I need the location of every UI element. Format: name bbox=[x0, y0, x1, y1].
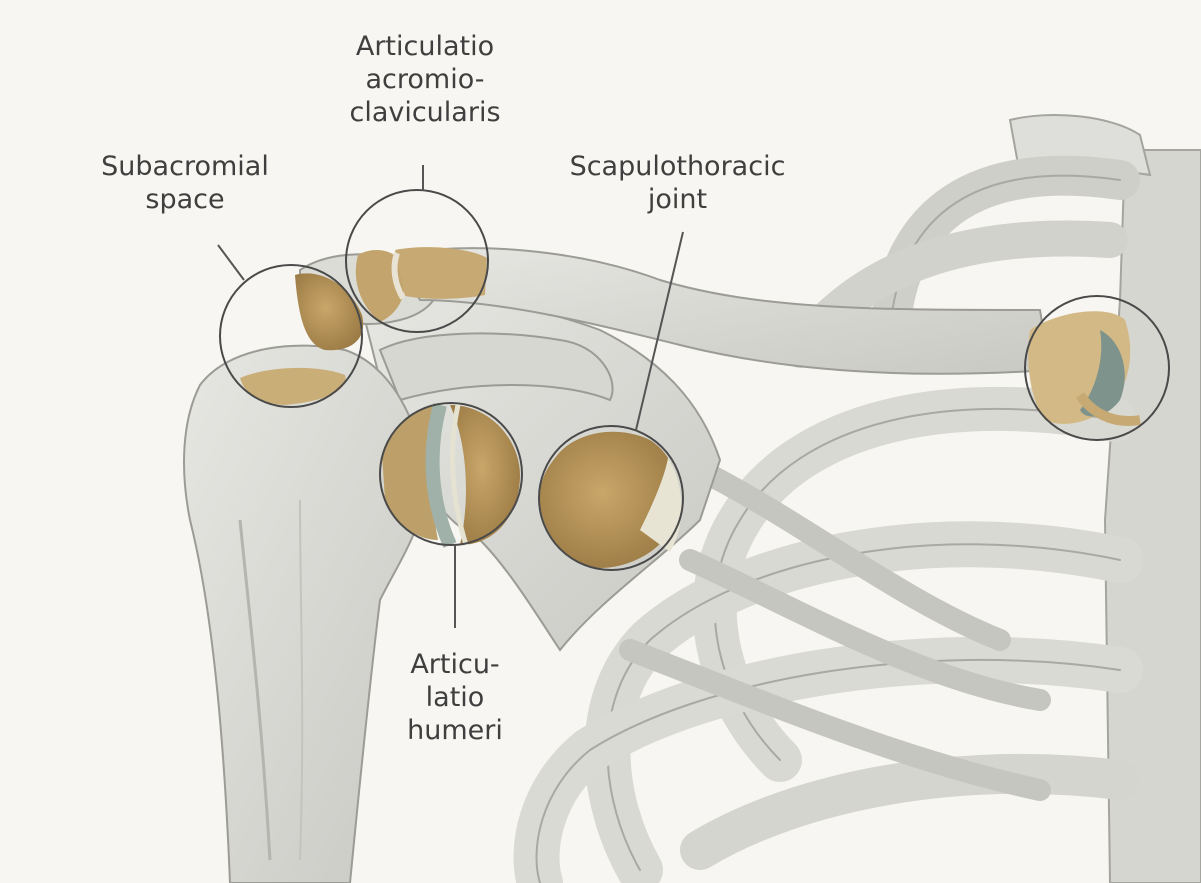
label-line: clavicularis bbox=[325, 96, 525, 129]
label-scapulothoracic-joint: Scapulothoracic joint bbox=[555, 150, 800, 216]
label-line: acromio- bbox=[325, 63, 525, 96]
label-line: latio bbox=[380, 681, 530, 714]
label-articulatio-acromioclavicularis: Articulatio acromio- clavicularis bbox=[325, 30, 525, 129]
label-line: Articulatio bbox=[325, 30, 525, 63]
label-line: Articu- bbox=[380, 648, 530, 681]
label-line: humeri bbox=[380, 714, 530, 747]
subacromial-leader bbox=[218, 245, 244, 280]
humerus bbox=[184, 346, 425, 883]
label-articulatio-humeri: Articu- latio humeri bbox=[380, 648, 530, 747]
label-line: space bbox=[85, 183, 285, 216]
label-line: Subacromial bbox=[85, 150, 285, 183]
label-line: Scapulothoracic bbox=[555, 150, 800, 183]
label-subacromial-space: Subacromial space bbox=[85, 150, 285, 216]
label-line: joint bbox=[555, 183, 800, 216]
